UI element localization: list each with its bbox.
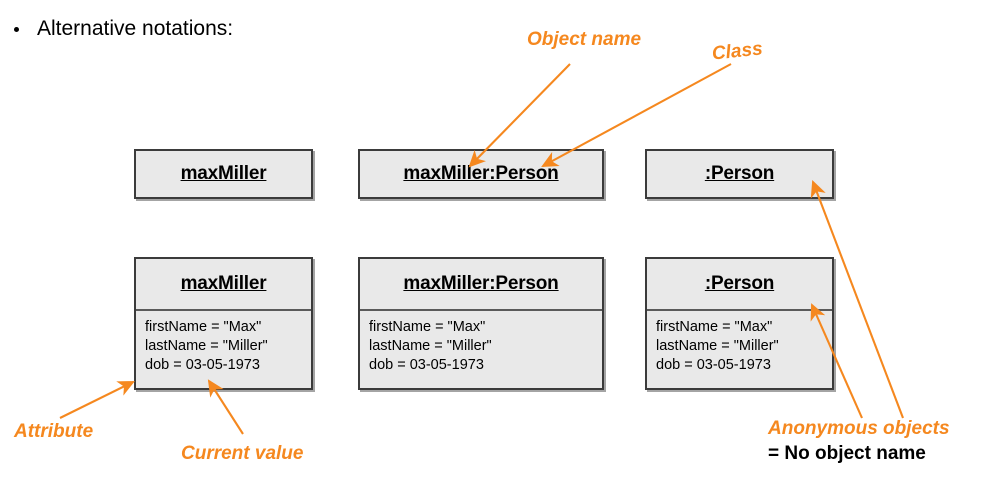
annotation-anonymous-objects: Anonymous objects <box>768 418 950 439</box>
annotation-attribute: Attribute <box>14 421 94 442</box>
attribute-compartment: firstName = "Max" lastName = "Miller" do… <box>136 311 311 375</box>
object-box-row2-1[interactable]: maxMiller firstName = "Max" lastName = "… <box>134 257 313 390</box>
bullet-dot-icon <box>14 27 19 32</box>
attribute-compartment: firstName = "Max" lastName = "Miller" do… <box>360 311 602 375</box>
annotation-no-object-name: = No object name <box>768 443 926 464</box>
attribute-row: lastName = "Miller" <box>145 338 268 354</box>
object-box-row2-2[interactable]: maxMiller:Person firstName = "Max" lastN… <box>358 257 604 390</box>
object-name-label: :Person <box>704 163 775 184</box>
object-box-row1-3[interactable]: :Person <box>645 149 834 199</box>
bullet-line: Alternative notations: <box>14 16 233 42</box>
object-box-row1-2[interactable]: maxMiller:Person <box>358 149 604 199</box>
attribute-row: firstName = "Max" <box>369 319 486 335</box>
attribute-row: dob = 03-05-1973 <box>656 357 771 373</box>
attribute-row: firstName = "Max" <box>145 319 262 335</box>
arrow-attribute <box>59 381 135 419</box>
object-name-label: maxMiller:Person <box>403 163 559 184</box>
attribute-row: dob = 03-05-1973 <box>369 357 484 373</box>
annotation-class: Class <box>710 38 764 65</box>
object-name-label: maxMiller <box>180 163 267 184</box>
object-name-label: maxMiller:Person <box>360 259 602 311</box>
attribute-row: dob = 03-05-1973 <box>145 357 260 373</box>
attribute-row: lastName = "Miller" <box>656 338 779 354</box>
attribute-compartment: firstName = "Max" lastName = "Miller" do… <box>647 311 832 375</box>
object-name-label: maxMiller <box>136 259 311 311</box>
attribute-row: firstName = "Max" <box>656 319 773 335</box>
bullet-text: Alternative notations: <box>37 17 234 40</box>
object-name-label: :Person <box>647 259 832 311</box>
object-box-row2-3[interactable]: :Person firstName = "Max" lastName = "Mi… <box>645 257 834 390</box>
annotation-current-value: Current value <box>181 443 304 464</box>
annotation-object-name: Object name <box>527 29 642 50</box>
attribute-row: lastName = "Miller" <box>369 338 492 354</box>
object-box-row1-1[interactable]: maxMiller <box>134 149 313 199</box>
